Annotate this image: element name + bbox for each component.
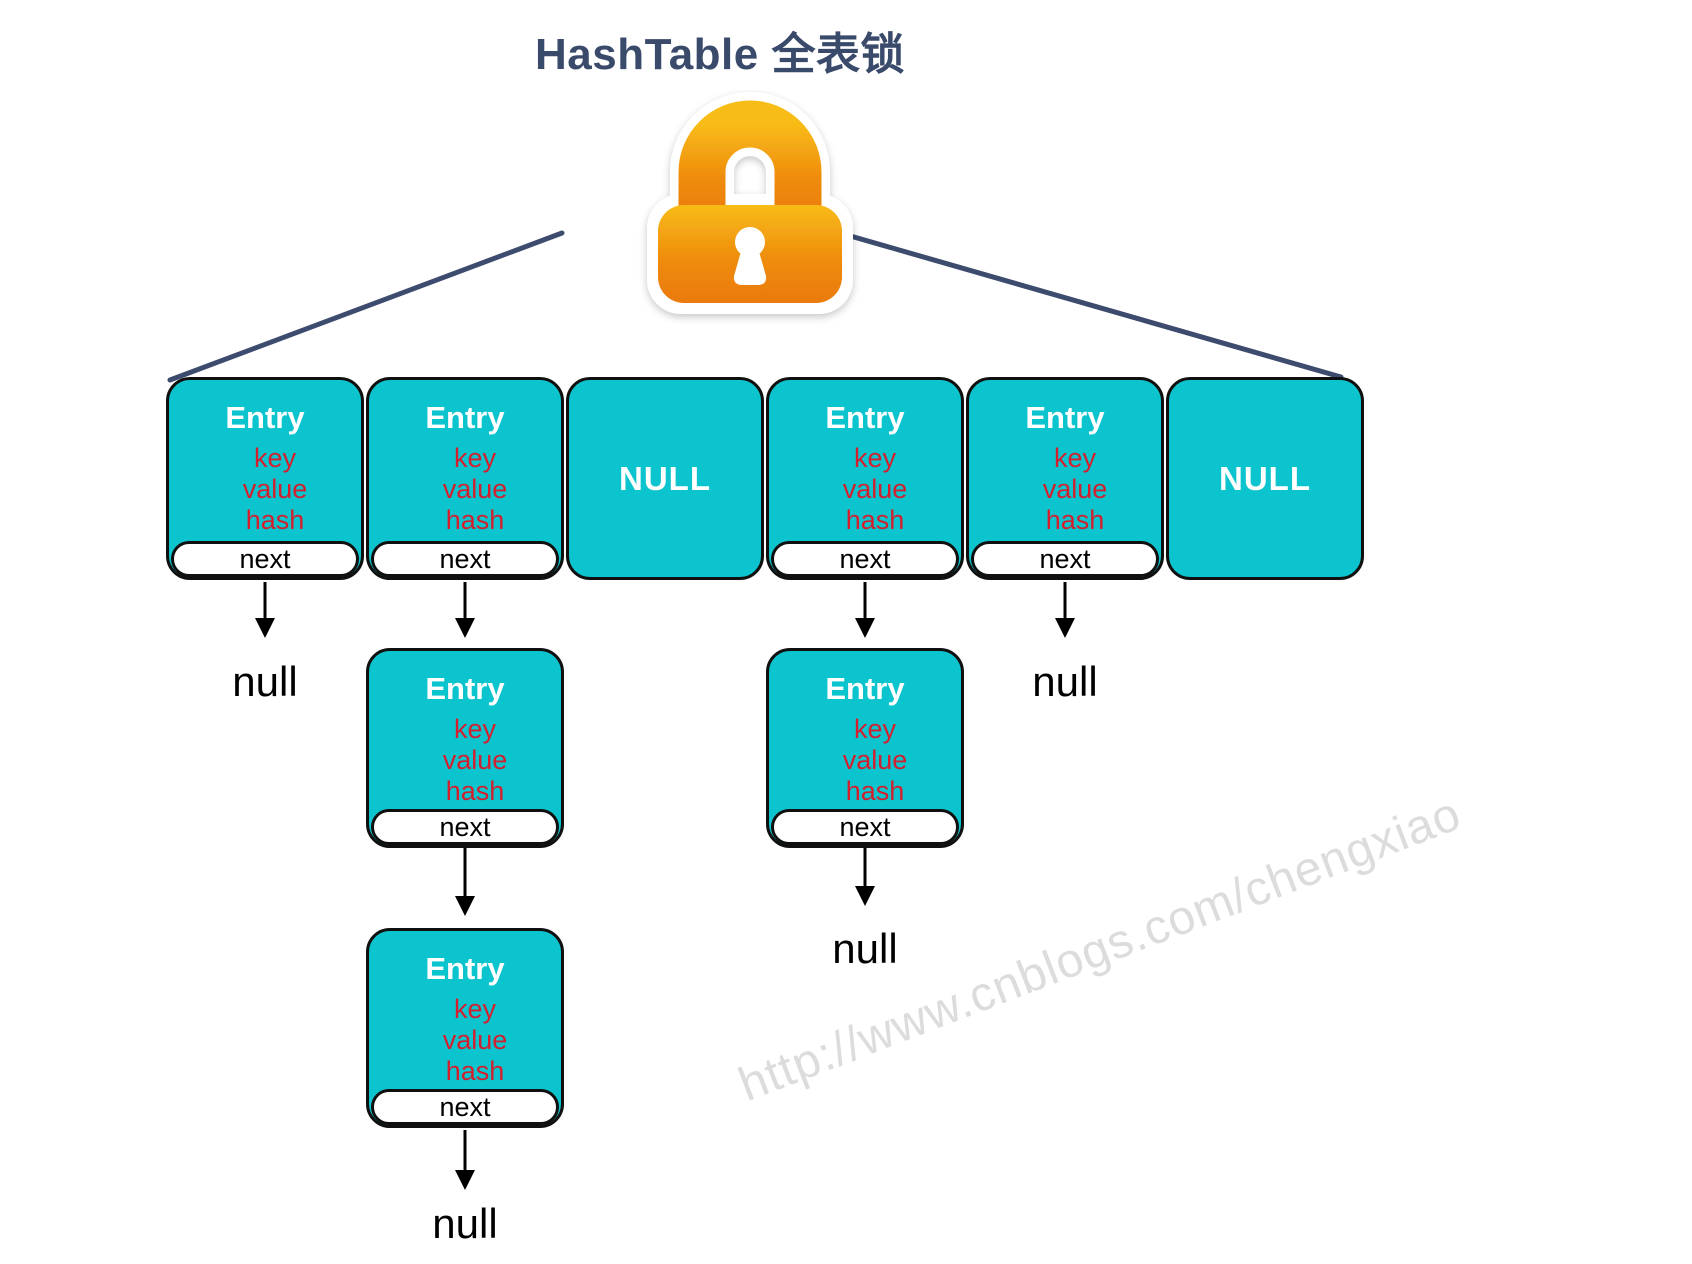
entry-field-value: value: [442, 474, 508, 504]
entry-title: Entry: [825, 400, 905, 435]
entry-field-key: key: [453, 714, 497, 744]
entry-field-value: value: [242, 474, 308, 504]
entry-title: Entry: [425, 951, 505, 986]
next-pointer: next: [971, 541, 1159, 577]
entry-field-hash: hash: [845, 505, 905, 535]
entry-field-key: key: [453, 443, 497, 473]
diagram-title: HashTable 全表锁: [535, 30, 905, 79]
next-pointer: next: [371, 541, 559, 577]
bucket-2-null-box: NULL: [566, 377, 764, 580]
bucket-0-entry-box: Entry key value hash next: [166, 377, 364, 580]
entry-field-hash: hash: [1045, 505, 1105, 535]
next-pointer: next: [771, 809, 959, 845]
bucket-3-chain-entry-2-box: Entry key value hash next: [766, 648, 964, 848]
entry-field-value: value: [442, 1025, 508, 1055]
entry-field-key: key: [1053, 443, 1097, 473]
entry-title: Entry: [825, 671, 905, 706]
bucket-3-entry-box: Entry key value hash next: [766, 377, 964, 580]
entry-title: Entry: [1025, 400, 1105, 435]
null-bucket-label: NULL: [619, 459, 711, 497]
bucket-0-null-terminal: null: [232, 658, 298, 705]
entry-field-value: value: [842, 474, 908, 504]
next-pointer: next: [371, 809, 559, 845]
lock-to-table-left-line: [167, 230, 565, 383]
bucket-5-null-box: NULL: [1166, 377, 1364, 580]
bucket-4-entry-box: Entry key value hash next: [966, 377, 1164, 580]
entry-field-hash: hash: [845, 776, 905, 806]
entry-title: Entry: [225, 400, 305, 435]
next-pointer: next: [371, 1089, 559, 1125]
entry-field-key: key: [853, 714, 897, 744]
entry-title: Entry: [425, 400, 505, 435]
bucket-1-chain-entry-2-box: Entry key value hash next: [366, 648, 564, 848]
entry-field-key: key: [853, 443, 897, 473]
bucket-1-null-terminal: null: [432, 1200, 498, 1247]
lock-icon: [647, 92, 853, 314]
bucket-1-chain-entry-3-box: Entry key value hash next: [366, 928, 564, 1128]
bucket-4-null-terminal: null: [1032, 658, 1098, 705]
bucket-1-entry-box: Entry key value hash next: [366, 377, 564, 580]
entry-field-value: value: [442, 745, 508, 775]
next-pointer: next: [771, 541, 959, 577]
entry-field-value: value: [842, 745, 908, 775]
entry-field-value: value: [1042, 474, 1108, 504]
entry-field-hash: hash: [445, 505, 505, 535]
entry-field-key: key: [253, 443, 297, 473]
next-pointer: next: [171, 541, 359, 577]
entry-field-key: key: [453, 994, 497, 1024]
entry-field-hash: hash: [445, 776, 505, 806]
entry-field-hash: hash: [245, 505, 305, 535]
null-bucket-label: NULL: [1219, 459, 1311, 497]
lock-to-table-right-line: [837, 230, 1344, 380]
entry-field-hash: hash: [445, 1056, 505, 1086]
bucket-3-null-terminal: null: [832, 925, 898, 972]
entry-title: Entry: [425, 671, 505, 706]
